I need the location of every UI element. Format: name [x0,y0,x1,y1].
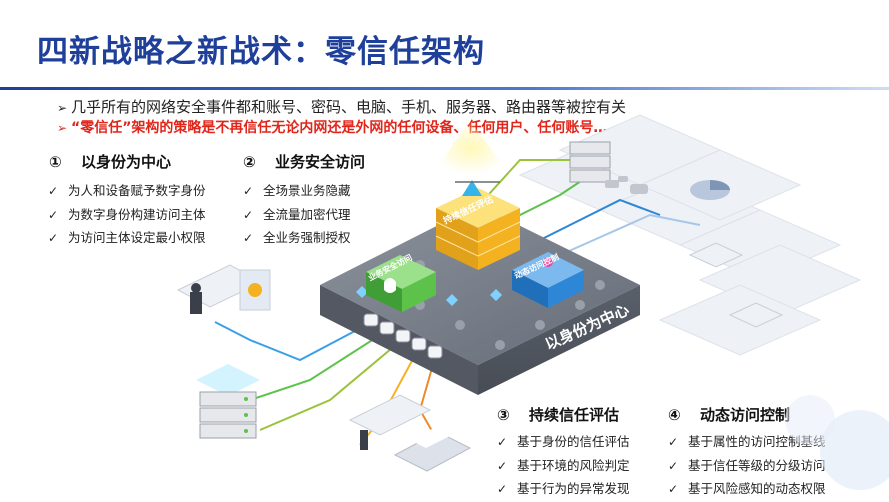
pie-chart-icon [690,180,730,200]
list-item: ✓ 为人和设备赋予数字身份 [48,180,206,204]
bullet-zero-trust: ➢“零信任”架构的策略是不再信任无论内网还是外网的任何设备、任何用户、任何账号…… [57,117,621,137]
arrow-bullet-icon: ➢ [57,101,68,115]
dynamic-control-block [512,252,584,308]
list-item: ✓ 全业务强制授权 [243,227,351,251]
list-item: ✓ 基于信任等级的分级访问 [668,455,826,479]
list-item: ✓ 为访问主体设定最小权限 [48,227,206,251]
list-item-text: 为访问主体设定最小权限 [68,230,206,245]
section-title: 业务安全访问 [275,153,366,171]
section-trust-list: ✓ 基于身份的信任评估 ✓ 基于环境的风险判定 ✓ 基于行为的异常发现 [497,431,630,502]
indicator-icon [543,257,553,267]
bullet-text: “零信任”架构的策略是不再信任无论内网还是外网的任何设备、任何用户、任何账号…… [71,120,622,136]
list-item-text: 基于信任等级的分级访问 [688,457,826,473]
list-item: ✓ 全场景业务隐藏 [243,180,351,204]
list-item: ✓ 全流量加密代理 [243,204,351,228]
list-item-text: 全场景业务隐藏 [263,183,351,198]
section-title: 以身份为中心 [81,153,172,171]
section-control-heading: ④ 动态访问控制 [668,404,790,425]
list-item: ✓ 为数字身份构建访问主体 [48,204,206,228]
server-icon [196,364,260,439]
list-item-text: 基于身份的信任评估 [517,434,630,449]
section-identity-heading: ① 以身份为中心 [49,151,171,172]
section-title: 持续信任评估 [529,406,620,424]
arrow-bullet-icon: ➢ [57,121,68,135]
page-title: 四新战略之新战术：零信任架构 [37,34,485,70]
shield-icon [384,278,396,293]
check-icon: ✓ [497,458,508,473]
check-icon: ✓ [48,231,59,245]
check-icon: ✓ [668,482,679,496]
check-icon: ✓ [48,184,59,198]
laptop-icon [348,394,472,472]
list-item-text: 全流量加密代理 [263,206,351,222]
title-divider [0,87,889,90]
check-icon: ✓ [243,207,254,222]
check-icon: ✓ [243,231,254,245]
section-number: ② [243,153,256,171]
user-workstation-icon [176,264,271,314]
identity-platform [320,205,640,395]
section-number: ① [49,153,62,171]
list-item: ✓ 基于行为的异常发现 [497,478,630,502]
section-identity-list: ✓ 为人和设备赋予数字身份 ✓ 为数字身份构建访问主体 ✓ 为访问主体设定最小权限 [48,180,206,251]
file-folder-icon [688,242,784,328]
section-control-list: ✓ 基于属性的访问控制基线 ✓ 基于信任等级的分级访问 ✓ 基于风险感知的动态权限 [668,431,826,502]
list-item-text: 基于环境的风险判定 [517,457,630,473]
list-item-text: 为数字身份构建访问主体 [68,206,206,222]
section-trust-heading: ③ 持续信任评估 [497,404,619,425]
list-item-text: 全业务强制授权 [263,230,351,245]
check-icon: ✓ [497,435,508,449]
check-icon: ✓ [497,482,508,496]
list-item-text: 基于属性的访问控制基线 [688,434,826,449]
check-icon: ✓ [243,184,254,198]
check-icon: ✓ [668,435,679,449]
bullet-text: 几乎所有的网络安全事件都和账号、密码、电脑、手机、服务器、路由器等被控有关 [71,98,627,116]
trust-evaluation-block [432,120,521,270]
list-item-text: 基于风险感知的动态权限 [688,481,826,496]
server-rack-icon [569,141,611,183]
secure-access-block [366,255,436,312]
list-item-text: 为人和设备赋予数字身份 [68,183,206,198]
list-item: ✓ 基于属性的访问控制基线 [668,431,826,455]
section-number: ④ [668,406,681,424]
list-item: ✓ 基于风险感知的动态权限 [668,478,826,502]
list-item: ✓ 基于环境的风险判定 [497,455,630,479]
section-access-list: ✓ 全场景业务隐藏 ✓ 全流量加密代理 ✓ 全业务强制授权 [243,180,351,251]
list-item: ✓ 基于身份的信任评估 [497,431,630,455]
robot-arm-icon [605,176,648,194]
list-item-text: 基于行为的异常发现 [517,481,630,496]
section-access-heading: ② 业务安全访问 [243,151,365,172]
bullet-intro: ➢几乎所有的网络安全事件都和账号、密码、电脑、手机、服务器、路由器等被控有关 [57,96,626,117]
check-icon: ✓ [48,207,59,222]
check-icon: ✓ [668,458,679,473]
section-title: 动态访问控制 [700,406,791,424]
section-number: ③ [497,406,510,424]
